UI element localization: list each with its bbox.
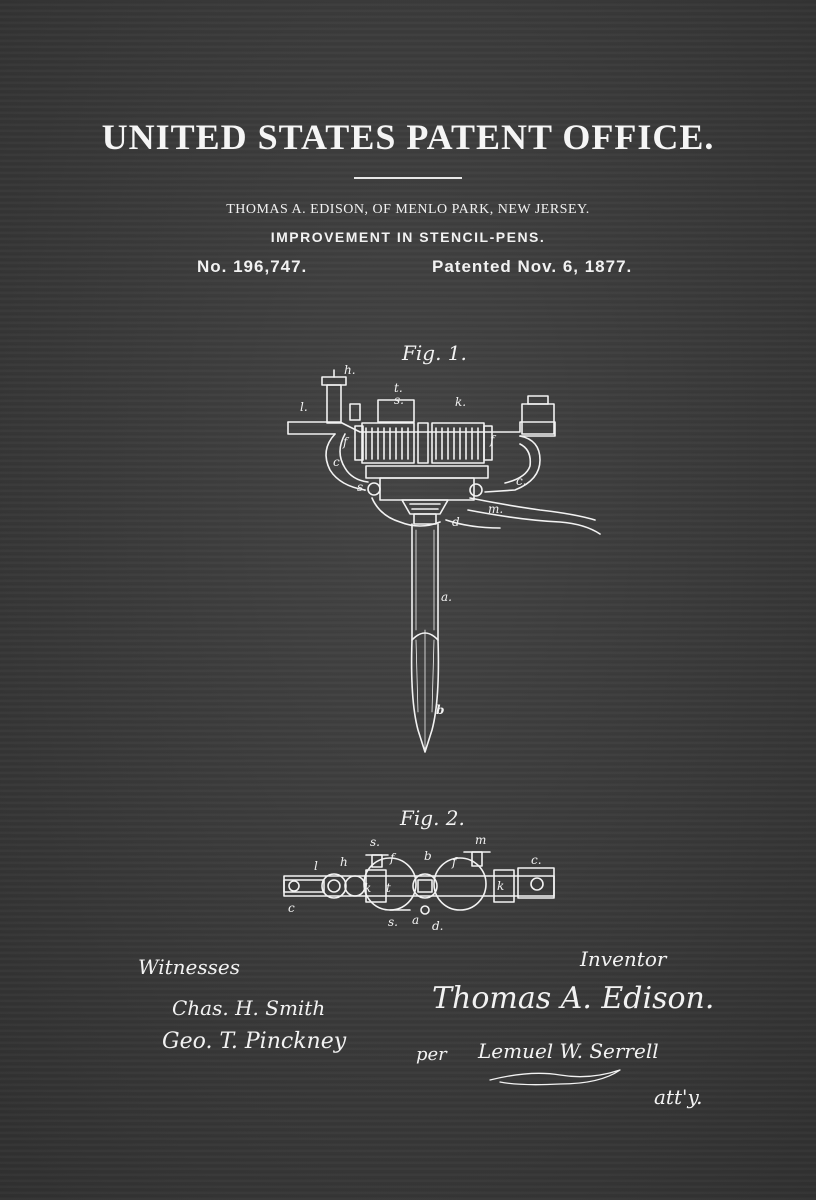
fig2-label-h: h [340,855,348,869]
fig2-label-c-left: c [288,901,295,915]
fig1-label-a: a. [441,590,452,604]
fig2-label-k-left: k [364,881,371,895]
fig2-label-t: t [386,881,391,895]
witnesses-label: Witnesses [138,955,240,979]
fig1-label-c-left: c [333,455,340,469]
fig2-caption: Fig. 2. [399,806,465,830]
fig1-label-s-top: s. [394,393,404,407]
fig1-label-d: d [452,515,460,529]
fig1-label-s-low: s. [357,480,367,494]
fig2-label-k-right: k [497,879,504,893]
witness-1-signature: Chas. H. Smith [172,996,325,1020]
fig1-caption: Fig. 1. [401,341,467,365]
fig1-label-m: m. [488,502,503,516]
inventor-signature: Thomas A. Edison. [432,981,714,1016]
fig2-label-s-low: s. [388,915,398,929]
fig1-label-b: b [436,703,444,717]
fig1-label-h: h. [344,363,356,377]
fig2-label-s: s. [370,835,380,849]
fig2-label-c-right: c. [531,853,542,867]
fig2-label-d: d. [432,919,444,933]
fig2-plan-view-drawing [284,852,554,914]
fig2-label-a: a [412,913,419,927]
inventor-label: Inventor [579,947,668,971]
fig2-label-l: l [314,859,318,873]
attorney-abbrev: att'y. [654,1085,703,1109]
fig1-label-f-right: f [489,433,497,447]
signature-flourish [490,1070,620,1085]
fig1-label-k: k. [455,395,466,409]
fig2-label-m: m [475,833,486,847]
fig2-label-f-right: f [451,855,459,869]
fig1-label-c-right: c. [516,474,527,488]
fig1-label-l: l. [300,400,308,414]
fig1-label-f-left: f [342,435,350,449]
fig1-stencil-pen-drawing [288,370,600,752]
witness-2-signature: Geo. T. Pinckney [162,1029,347,1054]
fig2-label-b: b [424,849,432,863]
per-label: per [416,1044,448,1065]
attorney-signature: Lemuel W. Serrell [477,1039,659,1063]
